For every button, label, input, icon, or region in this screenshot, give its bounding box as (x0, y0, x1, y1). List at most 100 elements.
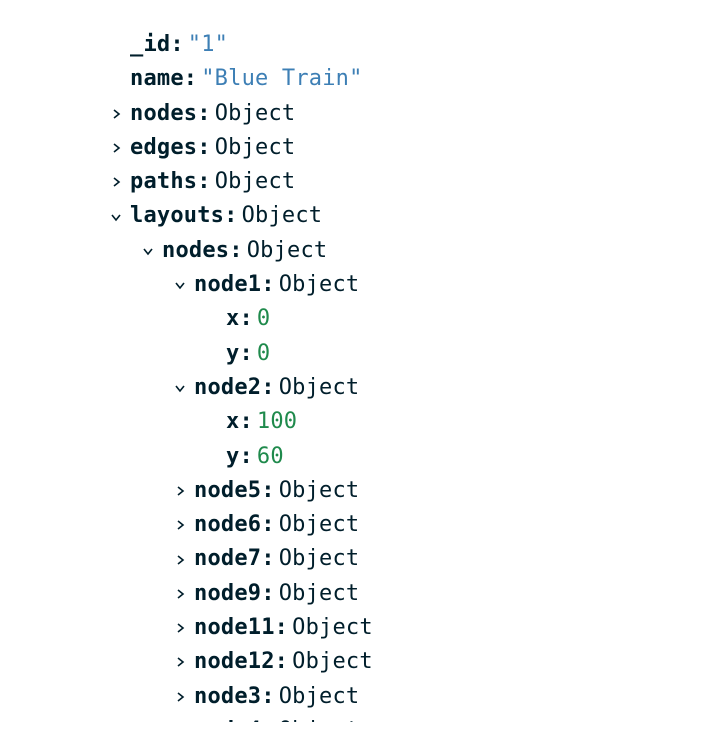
field-key: y:0 (226, 337, 270, 371)
field-row: _id:"1" (0, 28, 706, 62)
field-key-name: node4 (194, 718, 261, 722)
key-separator: : (261, 477, 275, 503)
field-key-name: x (226, 409, 240, 435)
chevron-right-icon[interactable] (172, 508, 188, 542)
field-value: Object (214, 169, 296, 195)
field-key-name: nodes (162, 237, 230, 263)
object-field-row[interactable]: node1:Object (0, 268, 706, 302)
key-separator: : (261, 718, 274, 722)
field-key-name: paths (130, 169, 198, 195)
object-field-row[interactable]: nodes:Object (0, 97, 706, 131)
field-value: "1" (187, 32, 229, 57)
field-key-name: node7 (194, 546, 262, 572)
key-separator: : (261, 272, 275, 298)
object-field-row[interactable]: node6:Object (0, 508, 706, 542)
key-separator: : (239, 443, 253, 469)
field-row: name:"Blue Train" (0, 62, 706, 96)
field-key: paths:Object (130, 165, 295, 199)
field-key: edges:Object (130, 131, 295, 165)
field-key-name: node1 (194, 272, 262, 298)
field-key-name: node6 (194, 512, 262, 538)
object-field-row[interactable]: node12:Object (0, 645, 706, 679)
key-separator: : (197, 134, 211, 160)
object-field-row[interactable]: edges:Object (0, 131, 706, 165)
field-value: Object (246, 237, 328, 263)
object-field-row[interactable]: node7:Object (0, 542, 706, 576)
field-key-name: node11 (194, 615, 275, 641)
chevron-right-icon[interactable] (108, 165, 124, 199)
field-value: Object (278, 580, 360, 606)
chevron-right-icon[interactable] (172, 542, 188, 576)
field-key: node3:Object (194, 680, 359, 714)
field-value: 0 (256, 340, 271, 366)
chevron-down-icon[interactable] (172, 268, 188, 302)
field-key-name: node3 (194, 683, 262, 709)
field-value: Object (278, 512, 360, 538)
field-value: 0 (256, 306, 271, 332)
object-field-row[interactable]: node5:Object (0, 474, 706, 508)
key-separator: : (170, 32, 184, 57)
field-key: node4:Object (194, 714, 359, 722)
object-field-row[interactable]: node2:Object (0, 371, 706, 405)
key-separator: : (183, 66, 198, 92)
chevron-down-icon[interactable] (108, 199, 124, 233)
chevron-down-icon[interactable] (172, 371, 188, 405)
field-key: nodes:Object (130, 97, 295, 131)
key-separator: : (261, 512, 275, 538)
object-field-row[interactable]: node11:Object (0, 611, 706, 645)
key-separator: : (261, 546, 275, 572)
field-key-name: node12 (194, 649, 275, 675)
object-field-row[interactable]: node4:Object (0, 714, 706, 722)
key-separator: : (261, 580, 275, 606)
chevron-right-icon[interactable] (172, 680, 188, 714)
key-separator: : (197, 100, 211, 126)
object-field-row[interactable]: paths:Object (0, 165, 706, 199)
chevron-right-icon[interactable] (172, 577, 188, 611)
key-separator: : (229, 237, 243, 263)
field-value: Object (214, 134, 296, 160)
chevron-right-icon[interactable] (172, 645, 188, 679)
field-key-name: _id (130, 32, 171, 57)
field-value: 60 (256, 443, 284, 469)
field-value: Object (278, 477, 360, 503)
key-separator: : (274, 615, 289, 641)
field-key: node1:Object (194, 268, 359, 302)
chevron-down-icon[interactable] (140, 234, 156, 268)
field-value: Object (241, 203, 323, 229)
field-value: 100 (256, 409, 298, 435)
field-key: y:60 (226, 440, 284, 474)
chevron-right-icon[interactable] (108, 131, 124, 165)
object-field-row[interactable]: nodes:Object (0, 234, 706, 268)
key-separator: : (239, 409, 253, 435)
field-value: Object (292, 649, 373, 675)
field-key: node6:Object (194, 508, 359, 542)
field-value: Object (278, 683, 360, 709)
field-key-name: y (226, 443, 240, 469)
field-key: layouts:Object (130, 199, 322, 233)
object-field-row[interactable]: node9:Object (0, 577, 706, 611)
field-key-name: y (226, 340, 240, 366)
field-value: "Blue Train" (201, 66, 363, 92)
field-key: node12:Object (194, 645, 373, 679)
chevron-right-icon[interactable] (172, 474, 188, 508)
field-key: node5:Object (194, 474, 359, 508)
chevron-right-icon[interactable] (172, 714, 188, 722)
field-value: Object (278, 374, 360, 400)
field-key: _id:"1" (130, 28, 228, 62)
object-field-row[interactable]: node3:Object (0, 680, 706, 714)
field-value: Object (214, 100, 296, 126)
chevron-right-icon[interactable] (172, 611, 188, 645)
field-key-name: nodes (130, 100, 198, 126)
field-key: node11:Object (194, 611, 373, 645)
object-field-row[interactable]: layouts:Object (0, 199, 706, 233)
key-separator: : (274, 649, 289, 675)
field-key-name: node2 (194, 374, 262, 400)
field-value: Object (278, 546, 360, 572)
field-key: node7:Object (194, 542, 359, 576)
chevron-right-icon[interactable] (108, 97, 124, 131)
key-separator: : (224, 203, 238, 229)
field-key-name: edges (130, 134, 198, 160)
field-row: y:60 (0, 440, 706, 474)
field-key-name: node5 (194, 477, 262, 503)
